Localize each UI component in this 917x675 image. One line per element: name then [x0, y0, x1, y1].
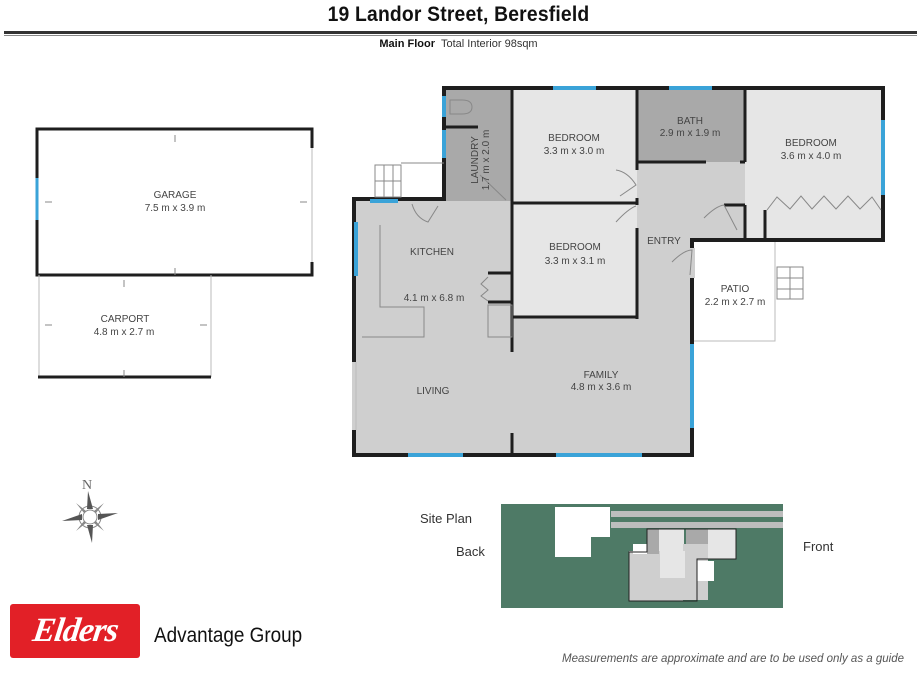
site-plan-thumbnail	[501, 504, 783, 608]
kitchen-size: 4.1 m x 6.8 m	[404, 293, 465, 304]
rear-steps	[374, 162, 444, 198]
garage-label: GARAGE	[154, 190, 197, 201]
title-divider-thin	[4, 35, 917, 36]
bedroom3-size: 3.3 m x 3.1 m	[545, 256, 606, 267]
family-label: FAMILY	[584, 370, 619, 381]
bedroom1-size: 3.3 m x 3.0 m	[544, 146, 605, 157]
measurement-disclaimer: Measurements are approximate and are to …	[561, 653, 904, 665]
family-size: 4.8 m x 3.6 m	[571, 382, 632, 393]
kitchen-label: KITCHEN	[410, 247, 454, 258]
compass-rose-icon: N	[62, 478, 118, 543]
garage-area: GARAGE 7.5 m x 3.9 m CARPORT 4.8 m x 2.7…	[35, 127, 314, 379]
bedroom3-label: BEDROOM	[549, 242, 601, 253]
bedroom2-label: BEDROOM	[785, 138, 837, 149]
toilet-icon	[449, 99, 473, 115]
bedroom2-size: 3.6 m x 4.0 m	[781, 151, 842, 162]
company-name: Advantage Group	[154, 624, 303, 647]
entry-label: ENTRY	[647, 236, 681, 247]
carport-size: 4.8 m x 2.7 m	[94, 327, 155, 338]
patio-size: 2.2 m x 2.7 m	[705, 297, 766, 308]
living-label: LIVING	[417, 386, 450, 397]
front-label: Front	[803, 539, 834, 554]
floor-summary: Main Floor Total Interior 98sqm	[0, 38, 917, 50]
floor-label: Main Floor	[379, 38, 435, 50]
door-patio	[671, 249, 693, 276]
patio-label: PATIO	[721, 284, 750, 295]
property-address-title: 19 Landor Street, Beresfield	[327, 3, 590, 26]
door-bedroom3	[615, 205, 637, 223]
door-bedroom2	[703, 204, 738, 231]
bath-size: 2.9 m x 1.9 m	[660, 128, 721, 139]
house-floors	[356, 90, 881, 454]
garage-size: 7.5 m x 3.9 m	[145, 203, 206, 214]
total-interior: Total Interior 98sqm	[441, 38, 538, 50]
laundry-size: 1.7 m x 2.0 m	[481, 130, 492, 191]
site-plan-label: Site Plan	[420, 511, 473, 526]
door-kitchen	[411, 203, 439, 223]
laundry-label: LAUNDRY	[470, 136, 481, 184]
logo-text: Elders	[30, 612, 121, 649]
patio-steps	[776, 266, 804, 300]
bedroom1-label: BEDROOM	[548, 133, 600, 144]
title-divider	[4, 31, 917, 34]
back-label: Back	[456, 544, 485, 559]
elders-logo: Elders	[10, 604, 140, 658]
windows	[354, 86, 885, 457]
north-label: N	[82, 478, 92, 493]
carport-label: CARPORT	[101, 314, 150, 325]
door-bedroom1	[615, 169, 637, 197]
fixtures	[45, 99, 882, 377]
bath-label: BATH	[677, 116, 703, 127]
